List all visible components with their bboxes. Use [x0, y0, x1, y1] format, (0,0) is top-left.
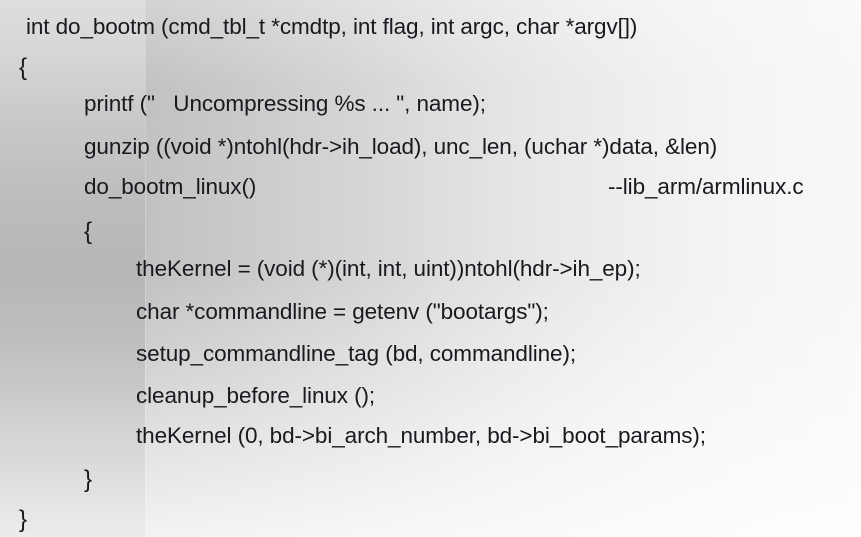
- code-line-setup-commandline: setup_commandline_tag (bd, commandline);: [136, 341, 576, 366]
- code-line-printf-call: printf (" Uncompressing %s ... ", name);: [84, 91, 486, 116]
- code-line-source-annotation: --lib_arm/armlinux.c: [608, 174, 804, 199]
- code-line-thekernel-assign: theKernel = (void (*)(int, int, uint))nt…: [136, 256, 641, 281]
- code-line-thekernel-invoke: theKernel (0, bd->bi_arch_number, bd->bi…: [136, 423, 706, 448]
- code-line-close-brace-outer: }: [19, 506, 27, 533]
- code-line-cleanup-before: cleanup_before_linux ();: [136, 383, 376, 408]
- code-line-open-brace-outer: {: [19, 54, 27, 81]
- code-line-commandline-getenv: char *commandline = getenv ("bootargs");: [136, 299, 549, 324]
- code-line-open-brace-inner: {: [84, 218, 92, 245]
- code-line-do-bootm-linux-call: do_bootm_linux(): [84, 174, 257, 199]
- code-line-gunzip-call: gunzip ((void *)ntohl(hdr->ih_load), unc…: [84, 134, 718, 159]
- code-line-signature: int do_bootm (cmd_tbl_t *cmdtp, int flag…: [26, 14, 638, 39]
- code-line-close-brace-inner: }: [84, 466, 92, 493]
